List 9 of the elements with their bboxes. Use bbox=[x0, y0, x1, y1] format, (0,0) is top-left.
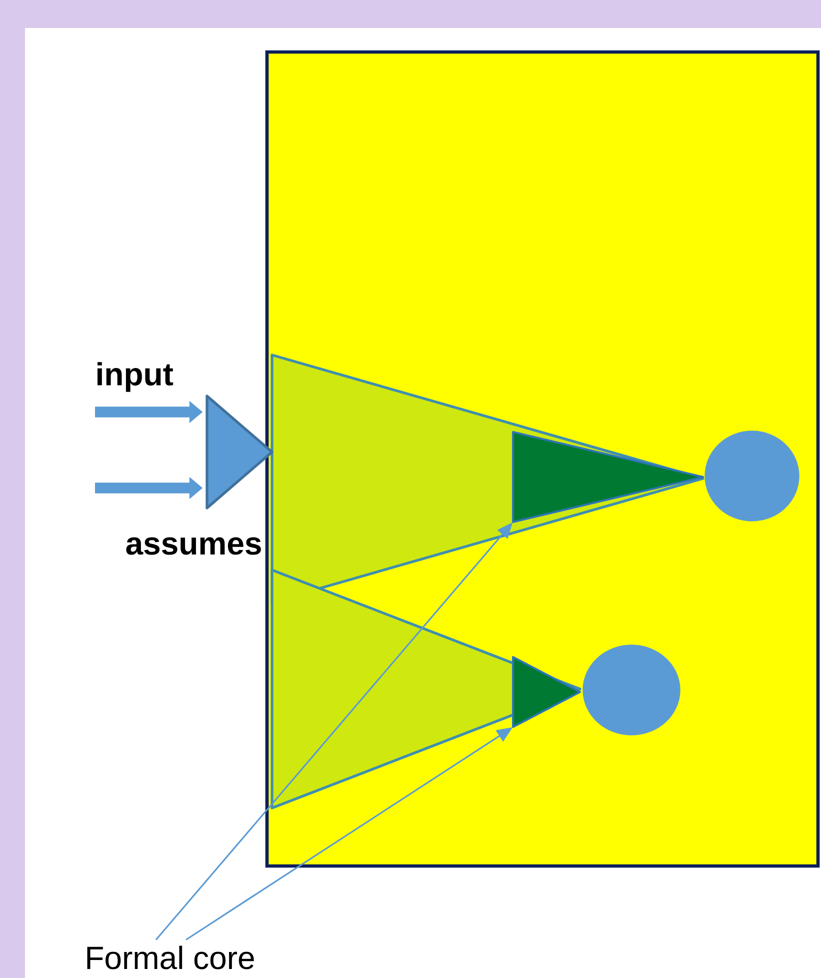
core-triangle bbox=[512, 656, 581, 728]
wedge-shape bbox=[270, 568, 582, 810]
input-triangle bbox=[206, 394, 274, 510]
core-triangle bbox=[512, 431, 704, 523]
input-label: assumes bbox=[126, 537, 261, 555]
input-label: input bbox=[98, 362, 174, 392]
output-circle bbox=[704, 430, 800, 522]
caption-text: Formal core bbox=[87, 946, 254, 970]
output-circle bbox=[582, 644, 680, 736]
